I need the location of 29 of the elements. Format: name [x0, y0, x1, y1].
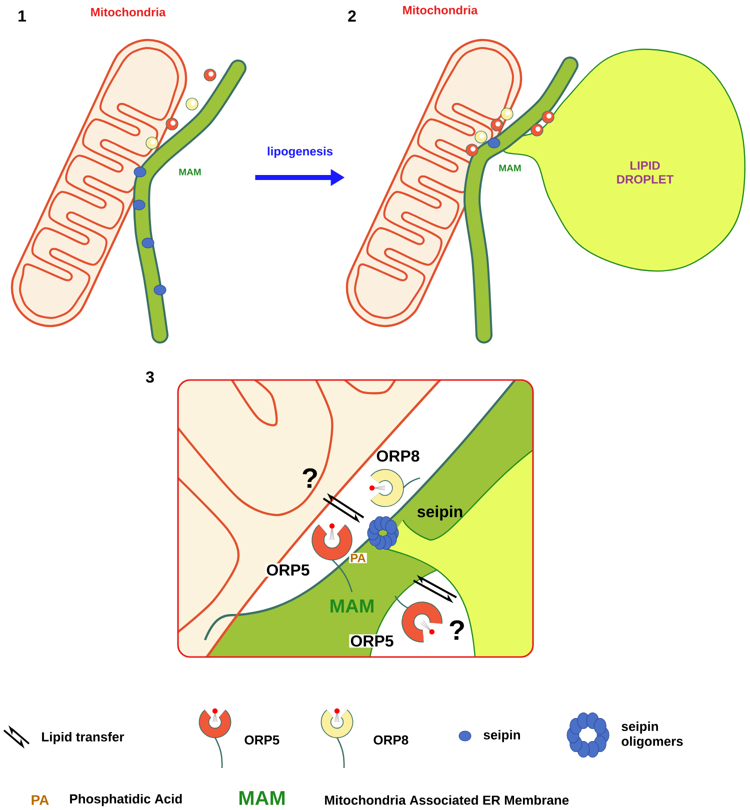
legend-label: Lipid transfer — [42, 732, 124, 744]
question-mark: ? — [450, 620, 464, 640]
lipid-droplet-formation-drawing — [346, 38, 746, 344]
legend-label: seipin oligomers — [622, 721, 683, 749]
panel-number: 1 — [18, 10, 26, 22]
lipid-label: PA — [349, 552, 367, 564]
membrane-label: MAM — [179, 168, 201, 176]
organelle-label: Mitochondria — [403, 6, 478, 14]
panel-number: 3 — [146, 371, 154, 383]
protein-label: ORP8 — [376, 450, 420, 462]
panel-number: 2 — [348, 10, 356, 22]
membrane-label: MAM — [499, 164, 521, 172]
protein-label: seipin — [417, 506, 462, 520]
lipid-droplet: LIPID DROPLET — [617, 161, 674, 184]
question-mark: ? — [302, 468, 317, 488]
protein-label: ORP5 — [349, 634, 395, 648]
mitochondria-er-drawing — [10, 38, 246, 344]
membrane-contact-drawing — [177, 379, 534, 658]
legend-label: ORP5 — [244, 735, 280, 745]
legend-label: ORP8 — [374, 735, 408, 745]
legend-symbol: MAM — [239, 791, 285, 805]
edge-label: lipogenesis — [268, 146, 333, 158]
protein-label: ORP5 — [265, 563, 311, 577]
legend-label: Phosphatidic Acid — [70, 794, 182, 806]
organelle-label: Mitochondria — [91, 8, 166, 16]
legend-symbol: PA — [32, 795, 49, 805]
membrane-label: MAM — [330, 599, 374, 613]
legend-label: Mitochondria Associated ER Membrane — [325, 795, 569, 805]
legend-label: seipin — [484, 730, 520, 742]
